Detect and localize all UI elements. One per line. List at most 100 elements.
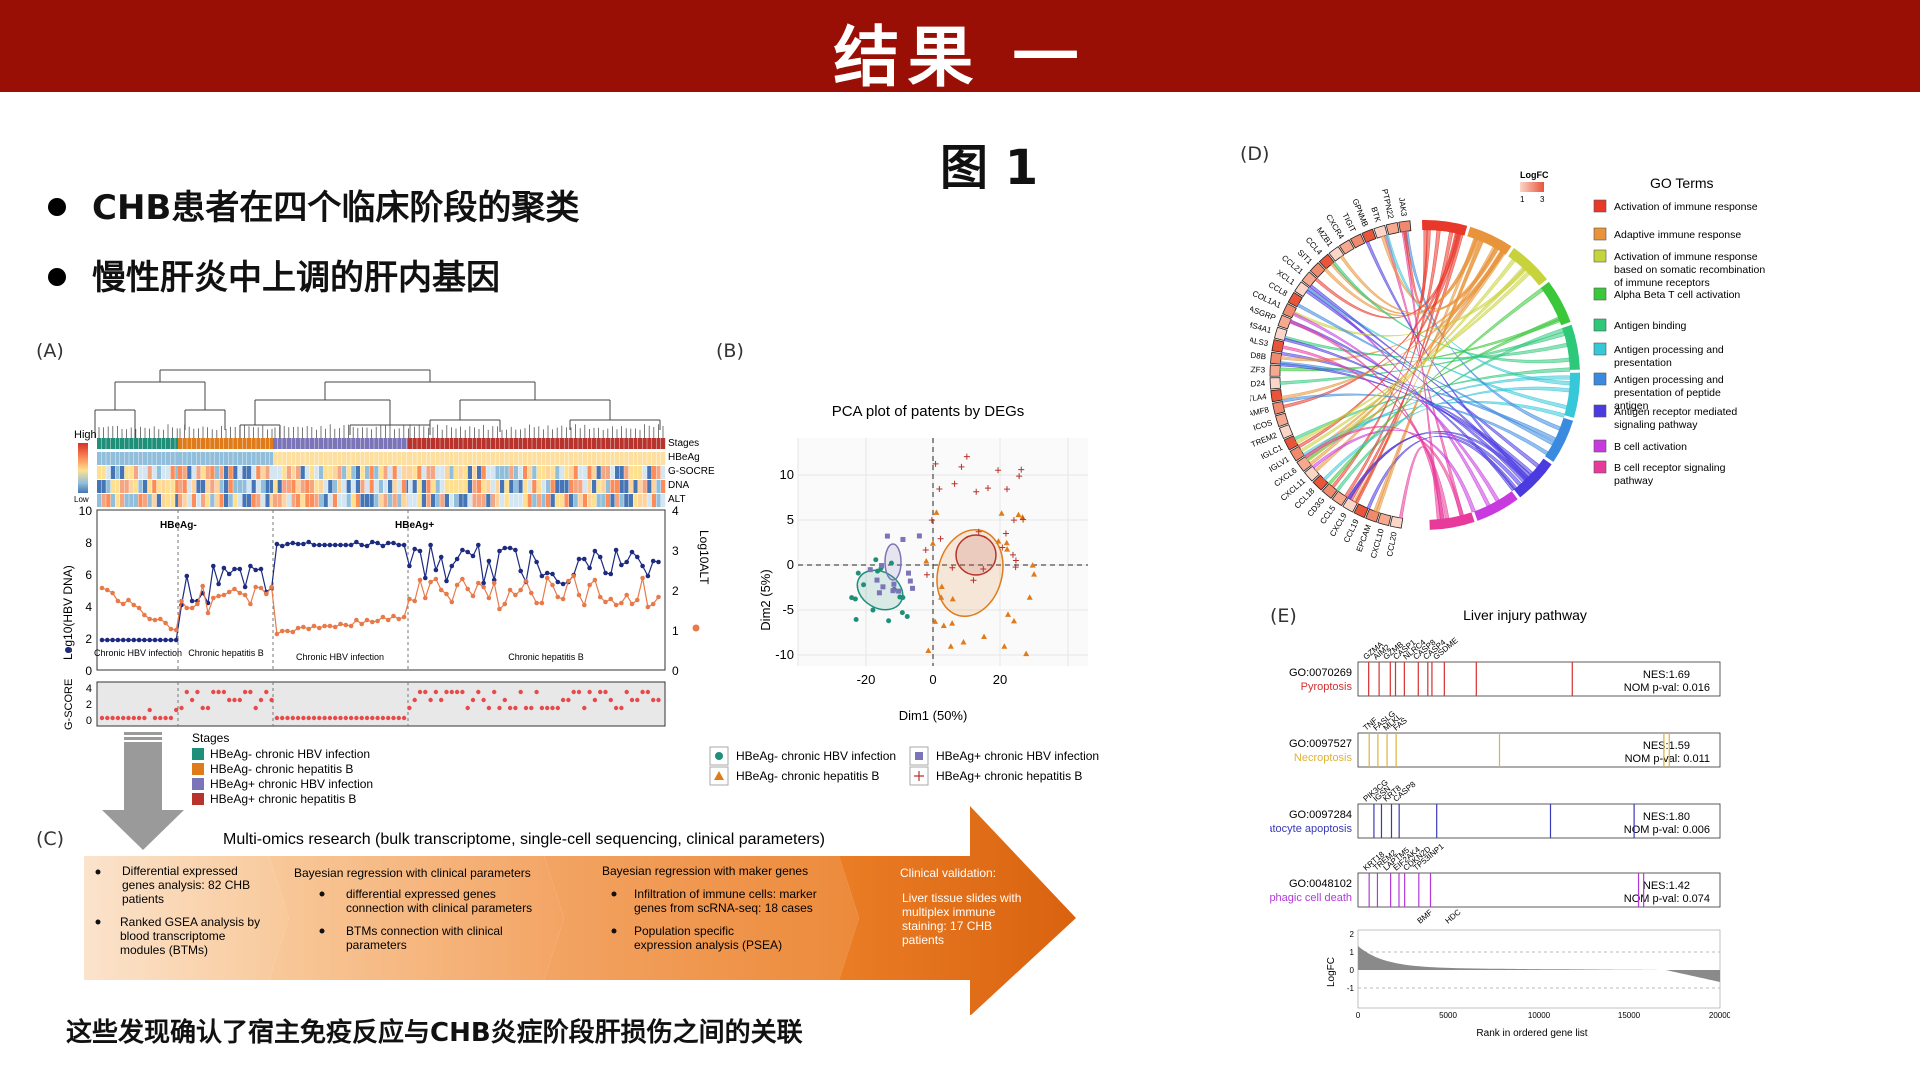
heat-cell (532, 494, 537, 507)
heat-cell (412, 466, 417, 479)
stage-cell (401, 438, 406, 449)
stage-cell (472, 438, 477, 449)
stage-cell (440, 438, 445, 449)
gscore-point (629, 697, 635, 703)
heat-cell (147, 452, 152, 465)
stage-cell (332, 438, 337, 449)
data-point (375, 618, 380, 624)
gscore-point (518, 689, 523, 695)
chord-ribbon (1309, 246, 1497, 466)
heat-cell (175, 466, 180, 479)
gene-label: CD24 (1250, 379, 1266, 389)
heat-cell (559, 452, 564, 465)
heat-cell (247, 494, 252, 507)
heat-cell (477, 494, 482, 507)
gene-label: PTPN22 (1380, 188, 1395, 220)
heat-cell (337, 494, 342, 507)
heat-cell (115, 452, 120, 465)
heat-cell (314, 452, 319, 465)
chord-ribbon (1354, 231, 1454, 504)
stage-cell (175, 438, 180, 449)
heat-cell (106, 452, 111, 465)
heat-cell (178, 452, 183, 465)
data-point (343, 542, 349, 548)
heat-cell (431, 480, 436, 493)
heat-cell (578, 480, 583, 493)
heat-cell (314, 466, 319, 479)
chord-ribbon (1311, 429, 1476, 513)
heat-cell (458, 480, 463, 493)
heat-cell (661, 480, 666, 493)
stage-cell (486, 438, 491, 449)
term-arc (1545, 417, 1574, 462)
gsea-y-ticks: 2 1 0 -1 (1347, 930, 1355, 993)
data-point (348, 542, 354, 548)
gscore-point (290, 715, 295, 721)
data-point (327, 623, 333, 629)
stage-cell (273, 438, 278, 449)
gscore-point (619, 705, 624, 711)
heat-cell (187, 466, 192, 479)
heat-cell (251, 466, 256, 479)
gene-arc (1309, 262, 1326, 279)
data-point (311, 542, 317, 548)
heat-cell (115, 466, 120, 479)
heat-cell (152, 452, 157, 465)
tick: 1 (1520, 195, 1525, 204)
data-point (205, 610, 211, 616)
heat-cell (309, 480, 314, 493)
heat-cell (286, 480, 291, 493)
stage-cell (219, 438, 224, 449)
term-arc (1422, 220, 1468, 236)
heat-cell (305, 480, 310, 493)
stage-cell (300, 438, 305, 449)
gene-arc (1373, 224, 1388, 239)
stage-cell (518, 438, 523, 449)
stage-cell (101, 438, 106, 449)
heat-cell (242, 480, 247, 493)
pca-point (980, 565, 987, 572)
pca-point (904, 614, 910, 620)
heat-cell (323, 452, 328, 465)
pca-point (875, 568, 881, 574)
heat-cell (214, 494, 219, 507)
data-point (317, 542, 322, 548)
heat-cell (467, 466, 472, 479)
pca-point (1010, 551, 1017, 558)
heat-cell (555, 452, 560, 465)
stage-cell (233, 438, 238, 449)
chord-ribbon (1282, 345, 1450, 519)
heat-cell (342, 494, 347, 507)
stage-cell (214, 438, 219, 449)
panel-d-chord: CCL20CXCL10EPCAMCCL19CXCL9CCL5CD3GCCL18C… (1250, 170, 1765, 559)
data-point (391, 540, 396, 546)
heat-cell (305, 466, 310, 479)
gscore-point (158, 715, 163, 721)
dendrogram-leaves (98, 424, 664, 438)
gscore-point (142, 715, 147, 721)
pca-point (1002, 530, 1009, 537)
pca-point (1001, 643, 1008, 649)
heat-cell (182, 452, 187, 465)
pca-point (981, 633, 988, 640)
heat-cell (328, 452, 333, 465)
pca-plot-area (798, 438, 1088, 666)
go-term-swatch (1593, 199, 1607, 213)
heat-cell (458, 452, 463, 465)
heat-cell (412, 452, 417, 465)
data-point (152, 637, 158, 643)
data-point (189, 605, 195, 611)
gene-arc (1269, 377, 1282, 390)
pathway-nom: NOM p-val: 0.006 (1624, 824, 1710, 836)
data-point (396, 542, 402, 548)
heat-cell (392, 494, 397, 507)
heat-cell (651, 494, 656, 507)
pca-point (910, 585, 916, 591)
data-point (502, 601, 508, 607)
data-point (550, 571, 555, 577)
heat-cell (513, 494, 518, 507)
gscore-point (348, 715, 354, 721)
